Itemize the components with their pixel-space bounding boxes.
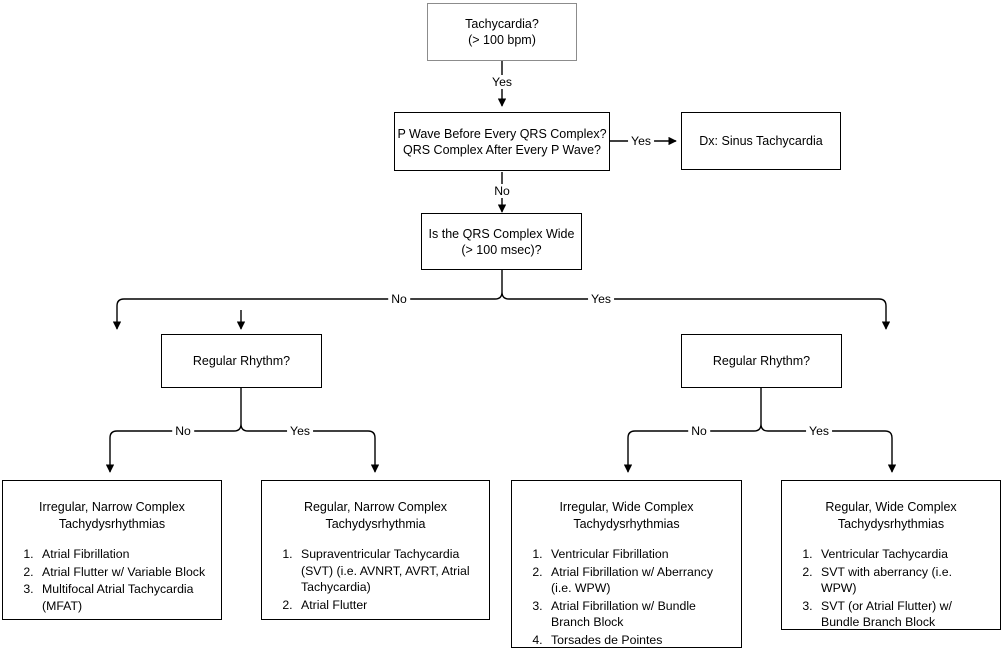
node-tachycardia[interactable]: Tachycardia? (> 100 bpm) — [427, 3, 577, 61]
edge-label-qrs-no: No — [388, 292, 410, 306]
edge-label-qrs-yes: Yes — [588, 292, 614, 306]
edge-label-tachycardia-yes: Yes — [489, 75, 515, 89]
edge-qrs-split-bus — [116, 270, 887, 307]
list-item: SVT (or Atrial Flutter) w/ Bundle Branch… — [816, 598, 990, 631]
node-regular-wide-title: Regular, Wide Complex Tachydysrhythmias — [825, 500, 957, 531]
node-irregular-wide[interactable]: Irregular, Wide Complex Tachydysrhythmia… — [511, 480, 742, 648]
node-regular-rhythm-left-text: Regular Rhythm? — [192, 354, 291, 368]
node-irregular-narrow-title: Irregular, Narrow Complex Tachydysrhythm… — [39, 500, 185, 531]
node-qrs-wide-text: Is the QRS Complex Wide (> 100 msec)? — [428, 226, 575, 257]
list-item: Atrial Fibrillation — [37, 546, 211, 563]
node-tachycardia-text: Tachycardia? (> 100 bpm) — [465, 17, 539, 47]
node-irregular-narrow-list: Atrial FibrillationAtrial Flutter w/ Var… — [3, 546, 221, 614]
edge-label-right-rhythm-yes: Yes — [806, 424, 832, 438]
node-sinus-tachycardia[interactable]: Dx: Sinus Tachycardia — [681, 112, 841, 170]
list-item: Atrial Fibrillation w/ Aberrancy (i.e. W… — [546, 564, 731, 597]
node-irregular-wide-title: Irregular, Wide Complex Tachydysrhythmia… — [559, 500, 694, 531]
node-p-wave-question[interactable]: P Wave Before Every QRS Complex? QRS Com… — [394, 112, 610, 171]
edge-label-right-rhythm-no: No — [688, 424, 710, 438]
list-item: SVT with aberrancy (i.e. WPW) — [816, 564, 990, 597]
node-regular-rhythm-right-text: Regular Rhythm? — [712, 354, 811, 368]
edge-label-pwave-yes: Yes — [628, 134, 654, 148]
edge-label-left-rhythm-yes: Yes — [287, 424, 313, 438]
node-regular-rhythm-right[interactable]: Regular Rhythm? — [681, 334, 842, 388]
node-qrs-wide-question[interactable]: Is the QRS Complex Wide (> 100 msec)? — [421, 213, 582, 270]
node-irregular-wide-list: Ventricular FibrillationAtrial Fibrillat… — [512, 546, 741, 648]
node-regular-narrow[interactable]: Regular, Narrow Complex Tachydysrhythmia… — [261, 480, 490, 620]
list-item: Atrial Flutter w/ Variable Block — [37, 564, 211, 581]
list-item: Multifocal Atrial Tachycardia (MFAT) — [37, 581, 211, 614]
node-regular-wide-list: Ventricular TachycardiaSVT with aberranc… — [782, 546, 1000, 631]
edge-label-left-rhythm-no: No — [172, 424, 194, 438]
node-p-wave-text: P Wave Before Every QRS Complex? QRS Com… — [397, 126, 607, 157]
list-item: Atrial Flutter — [296, 597, 479, 614]
edge-right-rhythm-bus — [627, 423, 893, 439]
node-regular-narrow-list: Supraventricular Tachycardia (SVT) (i.e.… — [262, 546, 489, 613]
list-item: Ventricular Fibrillation — [546, 546, 731, 563]
node-sinus-tachycardia-text: Dx: Sinus Tachycardia — [699, 134, 823, 148]
node-regular-narrow-title: Regular, Narrow Complex Tachydysrhythmia — [303, 500, 448, 531]
list-item: Supraventricular Tachycardia (SVT) (i.e.… — [296, 546, 479, 596]
node-regular-rhythm-left[interactable]: Regular Rhythm? — [161, 334, 322, 388]
edge-left-rhythm-bus — [109, 423, 376, 439]
list-item: Ventricular Tachycardia — [816, 546, 990, 563]
list-item: Torsades de Pointes — [546, 632, 731, 649]
node-irregular-narrow[interactable]: Irregular, Narrow Complex Tachydysrhythm… — [2, 480, 222, 620]
node-regular-wide[interactable]: Regular, Wide Complex Tachydysrhythmias … — [781, 480, 1001, 630]
list-item: Atrial Fibrillation w/ Bundle Branch Blo… — [546, 598, 731, 631]
edge-label-pwave-no: No — [491, 184, 513, 198]
